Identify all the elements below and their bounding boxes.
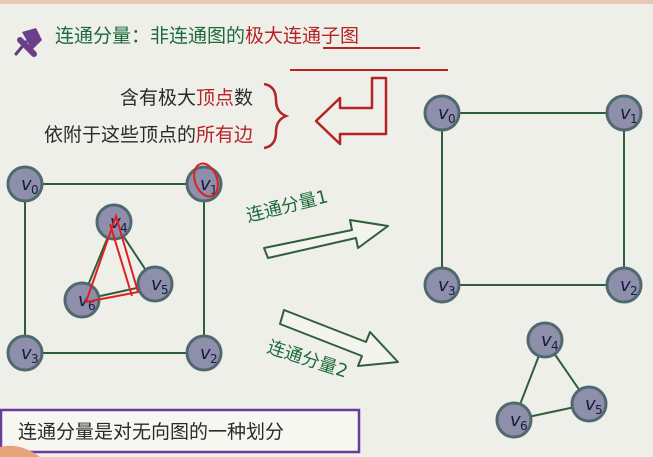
- svg-text:0: 0: [31, 183, 39, 197]
- svg-text:4: 4: [120, 221, 128, 235]
- arrow-1-shape: [263, 219, 389, 259]
- svg-text:v: v: [78, 290, 89, 311]
- red-stroke: [109, 223, 133, 297]
- svg-text:v: v: [510, 410, 521, 431]
- note-box: 连通分量是对无向图的一种划分: [0, 408, 361, 454]
- title-highlight: 极大连通子图: [245, 25, 359, 47]
- svg-text:v: v: [620, 275, 631, 296]
- svg-text:v: v: [541, 330, 552, 351]
- svg-text:v: v: [200, 174, 211, 195]
- comp1-edges: [441, 112, 625, 286]
- svg-text:v: v: [21, 174, 32, 195]
- explain-line1: 含有极大顶点数: [120, 87, 253, 109]
- arrow-2-shape: [279, 309, 399, 367]
- svg-text:v: v: [151, 274, 162, 295]
- red-annotation: [84, 162, 219, 304]
- svg-text:6: 6: [520, 419, 528, 433]
- corner-decoration: [0, 445, 40, 457]
- brace-icon: [263, 82, 290, 150]
- red-circle-mark: [193, 162, 219, 198]
- svg-text:v: v: [110, 212, 121, 233]
- svg-text:3: 3: [448, 284, 456, 298]
- svg-text:3: 3: [31, 352, 39, 366]
- svg-text:v: v: [21, 343, 32, 364]
- return-arrow-icon: [314, 76, 388, 146]
- svg-text:5: 5: [161, 283, 169, 297]
- note-text: 连通分量是对无向图的一种划分: [18, 421, 284, 443]
- header-strip: [0, 0, 653, 4]
- title-line: 连通分量：非连通图的极大连通子图: [55, 25, 359, 47]
- svg-text:v: v: [585, 394, 596, 415]
- svg-text:6: 6: [88, 299, 96, 313]
- arrow-1: 连通分量1: [244, 186, 389, 259]
- svg-text:0: 0: [448, 112, 456, 126]
- svg-text:1: 1: [210, 183, 218, 197]
- svg-text:v: v: [620, 103, 631, 124]
- svg-text:v: v: [200, 343, 211, 364]
- svg-text:1: 1: [630, 112, 638, 126]
- arrow-1-label: 连通分量1: [244, 186, 330, 227]
- svg-text:5: 5: [595, 403, 603, 417]
- red-triangle-mark: [84, 212, 140, 304]
- svg-text:v: v: [438, 103, 449, 124]
- svg-text:2: 2: [210, 352, 218, 366]
- svg-text:4: 4: [551, 339, 559, 353]
- pushpin-icon: [14, 28, 42, 57]
- title-prefix: 连通分量：非连通图的: [55, 25, 245, 47]
- arrow-2: 连通分量2: [264, 309, 399, 383]
- svg-text:2: 2: [630, 284, 638, 298]
- svg-text:v: v: [438, 275, 449, 296]
- explain-line2: 依附于这些顶点的所有边: [44, 124, 253, 146]
